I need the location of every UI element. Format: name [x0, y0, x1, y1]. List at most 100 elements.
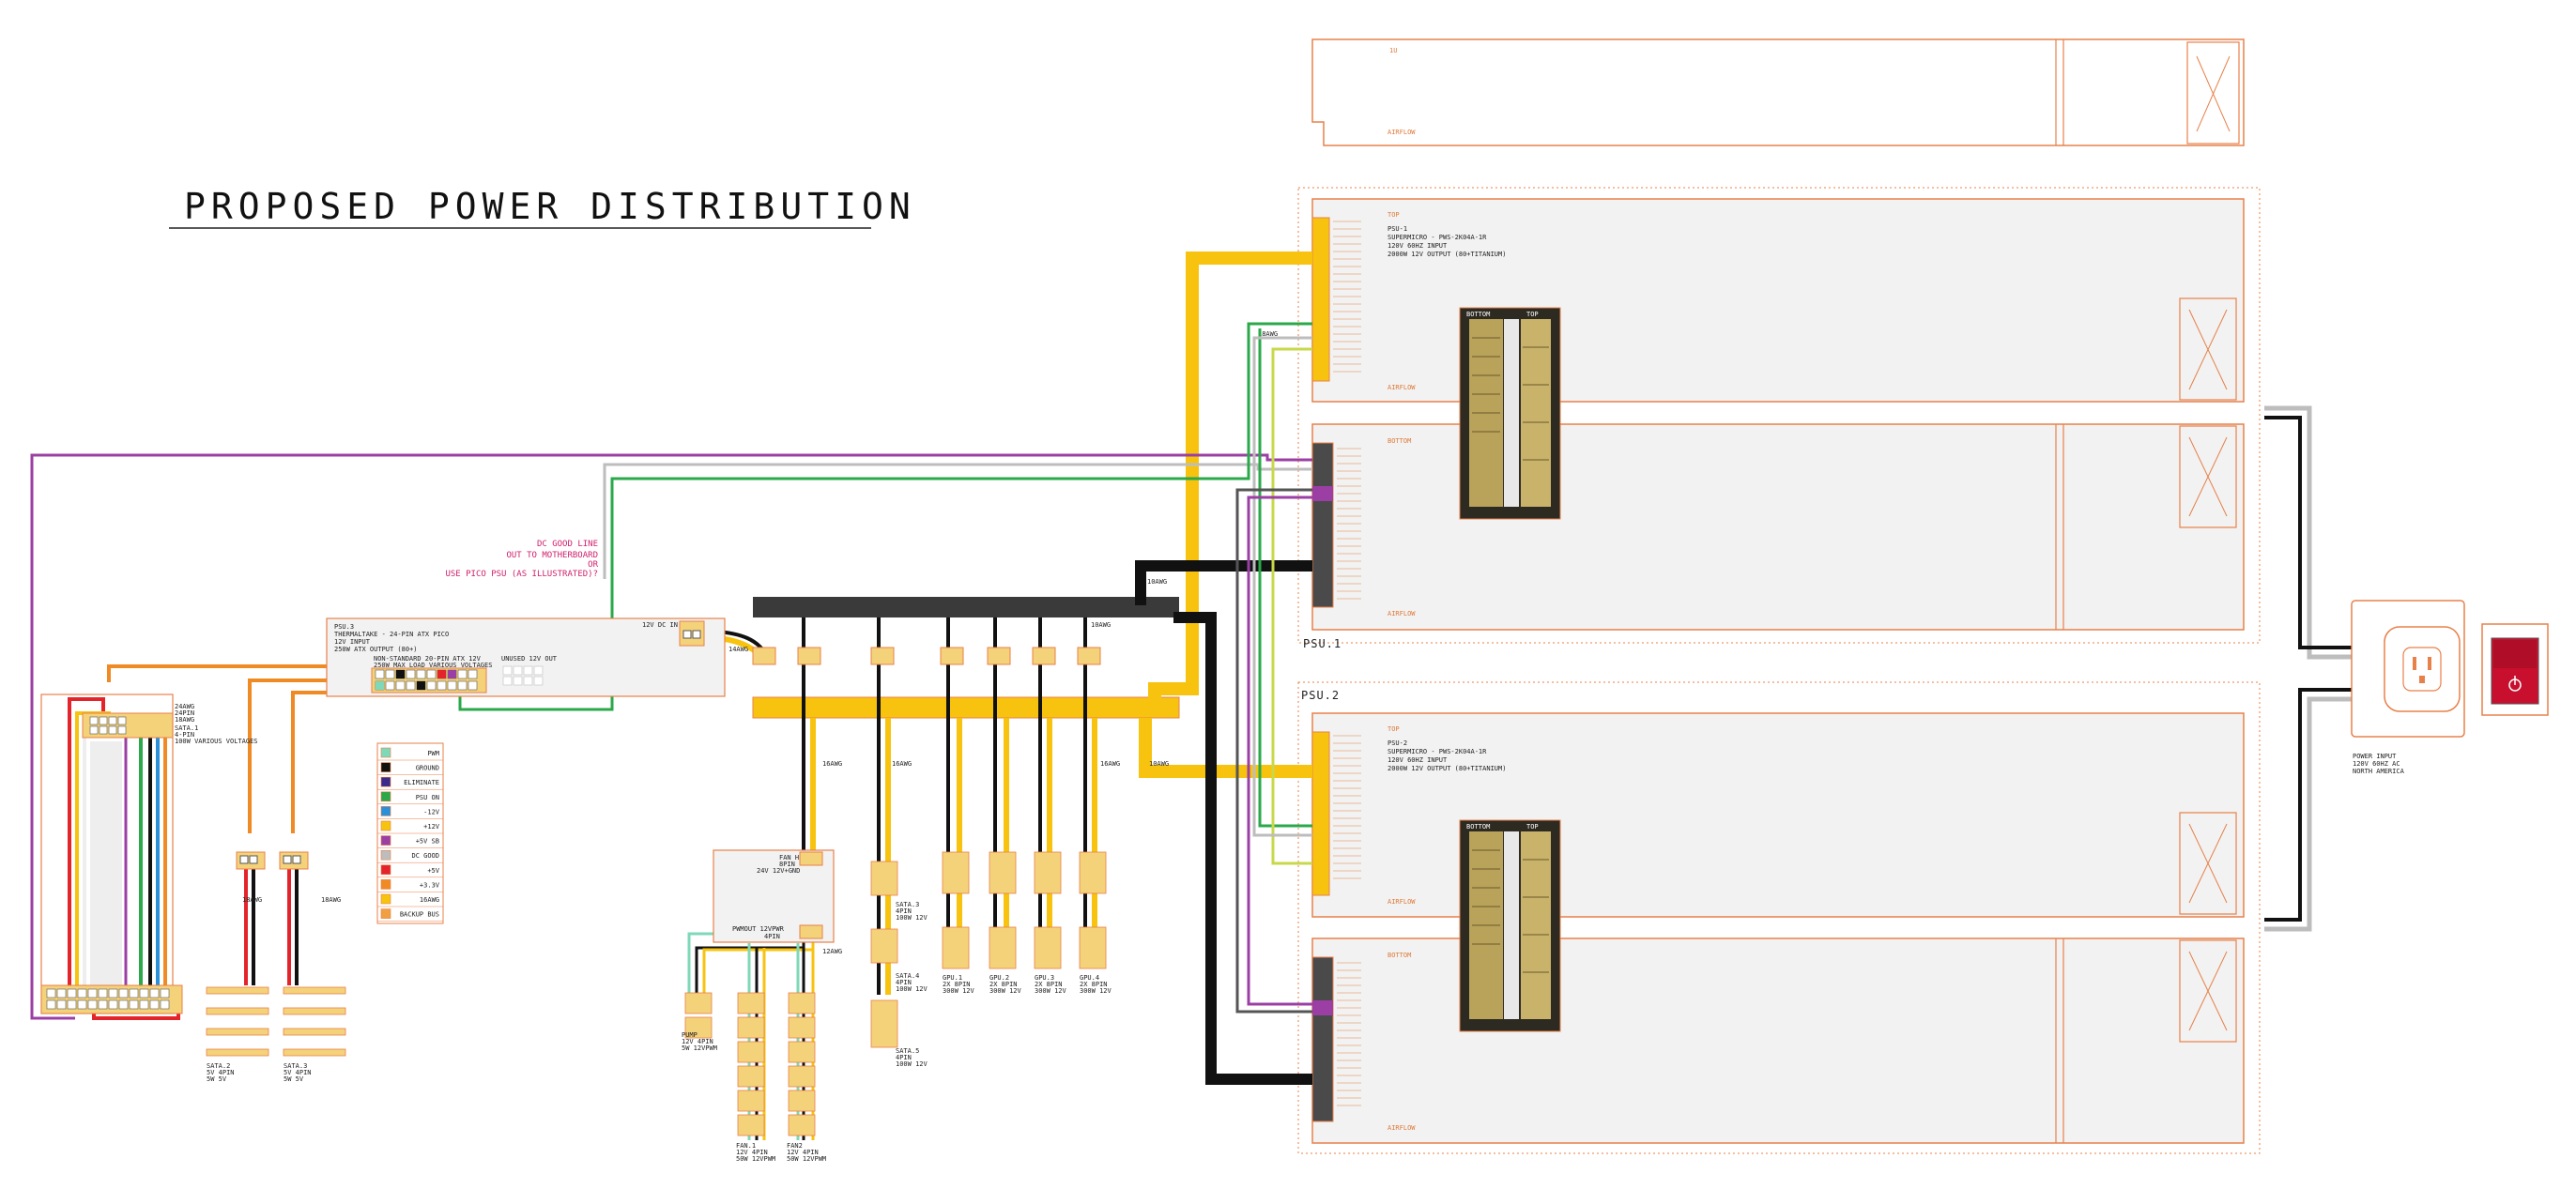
psu2-bottom-tag: BOTTOM [1388, 952, 1411, 959]
dc-good-line-1: DC GOOD LINE [537, 540, 598, 549]
psu2-desc-3: 120V 60HZ INPUT [1388, 756, 1448, 764]
gpu1-line-2: 2X 8PIN [943, 981, 971, 988]
psu1-desc-3: 120V 60HZ INPUT [1388, 242, 1448, 250]
legend-swatch [380, 864, 391, 876]
wire-tag-3: 16AWG [892, 760, 912, 768]
fan-strips [684, 992, 816, 1136]
legend-label: GROUND [416, 765, 439, 772]
legend-swatch [380, 762, 391, 772]
psu1-top-tag: TOP [1388, 211, 1400, 219]
legend-swatch [380, 776, 391, 787]
legend-label: -12V [423, 808, 440, 816]
sata2-line-1: SATA.2 [207, 1062, 230, 1070]
legend-swatch [380, 747, 391, 758]
fan2-line-3: 50W 12VPWM [787, 1155, 826, 1163]
atx-line-5: 4-PIN [175, 731, 194, 739]
legend-row: 16AWG [377, 893, 443, 907]
wire-tag-7: 12AWG [822, 948, 842, 955]
sata4-line-3: 100W 12V [896, 985, 928, 993]
sata5-line-3: 100W 12V [896, 1060, 928, 1068]
sata-mid-strips [870, 861, 898, 1048]
psu1-unit: TOP PSU-1 SUPERMICRO - PWS-2K04A-1R 120V… [1258, 187, 2261, 650]
legend-row: +12V [377, 820, 443, 834]
fan-hub-pwm-pins: 4PIN [764, 933, 780, 940]
legend-label: DC GOOD [411, 852, 439, 860]
psu1-desc-1: PSU-1 [1388, 225, 1407, 233]
sata3l-line-2: 5V 4PIN [284, 1069, 312, 1076]
psu2-desc-2: SUPERMICRO - PWS-2K04A-1R [1388, 748, 1487, 755]
wire-tag-6: 10AWG [1149, 760, 1169, 768]
fan1-line-2: 12V 4PIN [736, 1149, 768, 1156]
legend-swatch [380, 791, 391, 802]
sata2-line-3: 5W 5V [207, 1075, 227, 1083]
gpu3-line-2: 2X 8PIN [1035, 981, 1063, 988]
pico-line-3: 12V INPUT [334, 638, 371, 646]
psu1-wire-tag: 18AWG [1258, 330, 1278, 338]
sata4-line-1: SATA.4 [896, 972, 919, 980]
legend-swatch [380, 835, 391, 846]
power-input: POWER INPUT 120V 60HZ AC NORTH AMERICA [2264, 405, 2549, 932]
psu2-name: PSU.2 [1301, 689, 1340, 702]
psu2-unit: TOP PSU-2 SUPERMICRO - PWS-2K04A-1R 120V… [1297, 681, 2261, 1154]
sata3l-line-3: 5W 5V [284, 1075, 304, 1083]
legend-label: ELIMINATE [404, 779, 439, 786]
sata-left-connectors: 18AWG 18AWG SATA.2 5V 4PIN 5W 5V SATA.3 … [206, 851, 346, 1083]
wire-tag-8: 10AWG [1091, 621, 1111, 629]
top-chassis: 1U AIRFLOW [1311, 38, 2245, 146]
power-input-label-1: POWER INPUT [2353, 753, 2397, 760]
plus12v-bus-bar [752, 696, 1180, 719]
atx-line-1: 24AWG [175, 703, 194, 710]
legend-row: +5V SB [377, 835, 443, 848]
sata3m-line-1: SATA.3 [896, 901, 919, 908]
psu2-photo: BOTTOM TOP [1459, 819, 1561, 1032]
gpu2-line-2: 2X 8PIN [989, 981, 1018, 988]
pico-unused-label: UNUSED 12V OUT [501, 655, 558, 663]
atx-line-6: 100W VARIOUS VOLTAGES [175, 738, 258, 745]
gpu2-line-3: 300W 12V [989, 987, 1022, 995]
legend-label: +3.3V [420, 881, 440, 889]
sata4-line-2: 4PIN [896, 979, 912, 986]
legend-row: +3.3V [377, 879, 443, 892]
pico-line-2: THERMALTAKE - 24-PIN ATX PICO [334, 631, 449, 638]
fan-hub: FAN HUB 8PIN 24V 12V+GND PWMOUT 12VPWR 4… [713, 849, 835, 943]
gpu1-line-1: GPU.1 [943, 974, 962, 982]
legend-swatch [380, 849, 391, 861]
atx-line-4: SATA.1 [175, 724, 198, 732]
gpu3-line-3: 300W 12V [1035, 987, 1067, 995]
pump-line-3: 5W 12VPWM [682, 1044, 717, 1052]
wire-tag-2: 16AWG [822, 760, 842, 768]
dc-good-line-2: OUT TO MOTHERBOARD [506, 551, 598, 560]
legend-label: 16AWG [420, 896, 439, 904]
pico-sub-2: 250W MAX LOAD VARIOUS VOLTAGES [374, 662, 492, 669]
pico-line-1: PSU.3 [334, 623, 354, 631]
psu2-airflow-bottom: AIRFLOW [1388, 1124, 1416, 1132]
top-chassis-airflow: AIRFLOW [1388, 129, 1416, 136]
power-input-label-3: NORTH AMERICA [2353, 768, 2405, 775]
psu2-photo-label-bottom: BOTTOM [1466, 823, 1490, 831]
sata5-line-2: 4PIN [896, 1054, 912, 1061]
fan2-line-1: FAN2 [787, 1142, 803, 1150]
pico-sub-1: NON-STANDARD 20-PIN ATX 12V [374, 655, 482, 663]
dc-good-note: DC GOOD LINE OUT TO MOTHERBOARD OR USE P… [445, 540, 598, 579]
wire-tag-4: 16AWG [1100, 760, 1120, 768]
pico-psu: PSU.3 THERMALTAKE - 24-PIN ATX PICO 12V … [326, 617, 726, 697]
ac-inlet [2384, 626, 2461, 712]
psu1-desc-2: SUPERMICRO - PWS-2K04A-1R [1388, 234, 1487, 241]
legend-swatch [380, 820, 391, 831]
sata3l-line-1: SATA.3 [284, 1062, 307, 1070]
sata2-line-2: 5V 4PIN [207, 1069, 235, 1076]
wire-tag-1: 10AWG [1147, 578, 1167, 586]
gpu4-line-1: GPU.4 [1080, 974, 1099, 982]
fan1-line-1: FAN.1 [736, 1142, 756, 1150]
legend-row: GROUND [377, 762, 443, 775]
pump-line-1: PUMP [682, 1031, 698, 1039]
pump-line-2: 12V 4PIN [682, 1038, 713, 1045]
pico-line-4: 250W ATX OUTPUT (80+) [334, 646, 418, 653]
legend-swatch [380, 806, 391, 816]
psu1-photo-label-top: TOP [1526, 311, 1539, 318]
gpu2-line-1: GPU.2 [989, 974, 1009, 982]
ground-bus-bar [753, 597, 1179, 617]
legend-label: +12V [423, 823, 440, 831]
psu2-top-tag: TOP [1388, 725, 1400, 733]
